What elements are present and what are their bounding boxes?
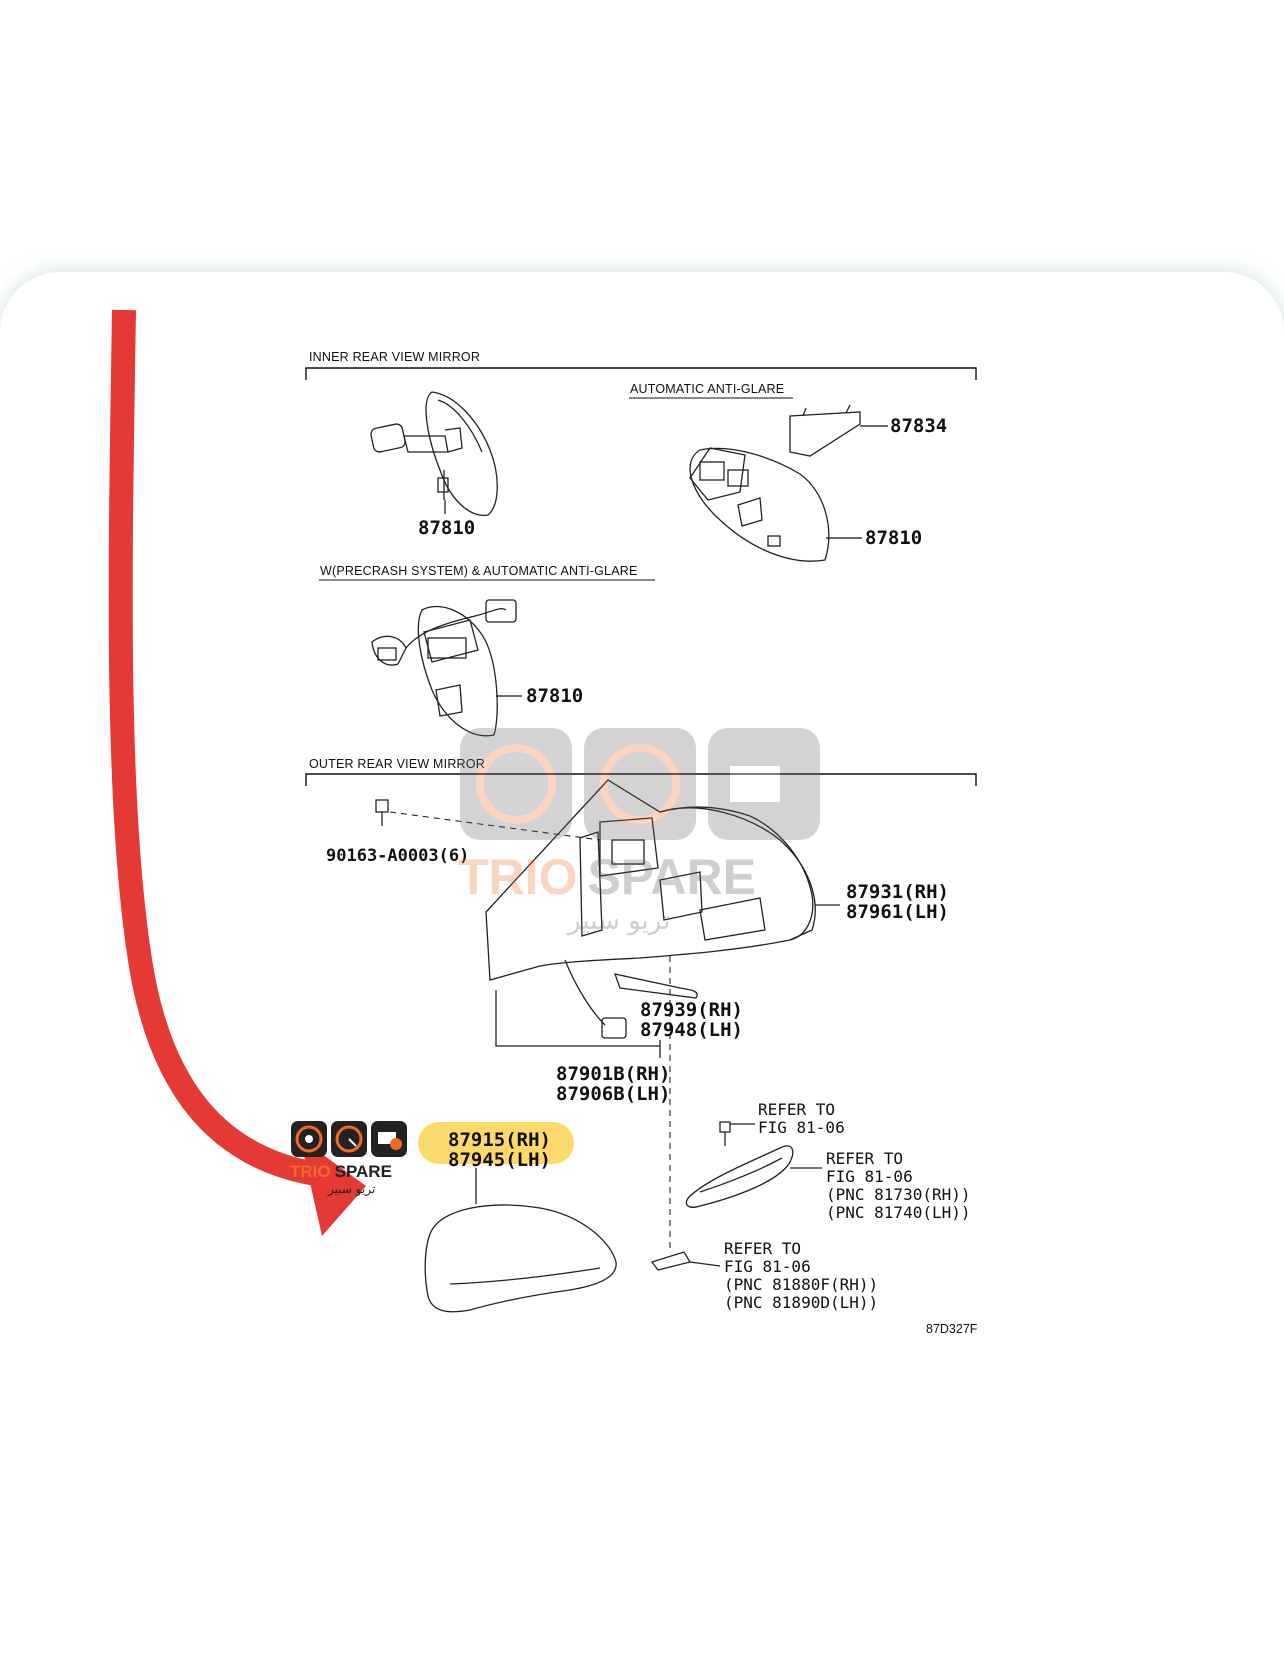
part-87810-precrash: 87810 (526, 685, 584, 707)
mirror-cover-drawing (424, 1168, 617, 1313)
watermark-speedometer-icon (584, 728, 696, 840)
section-precrash: W(PRECRASH SYSTEM) & AUTOMATIC ANTI-GLAR… (320, 564, 638, 578)
outer-assy-bracket (495, 990, 661, 1058)
ref2-line4: (PNC 81740(LH)) (826, 1203, 971, 1222)
figure-code: 87D327F (926, 1322, 978, 1336)
section-auto-anti-glare: AUTOMATIC ANTI-GLARE (630, 382, 785, 396)
part-87810-inner: 87810 (418, 517, 476, 539)
side-light-drawing (650, 1251, 721, 1271)
section-inner-mirror: INNER REAR VIEW MIRROR (309, 350, 481, 364)
auto-anti-glare-drawing (689, 404, 861, 562)
part-screw: 90163-A0003(6) (326, 846, 470, 866)
precrash-mirror-drawing (371, 599, 517, 737)
part-87810-auto: 87810 (865, 527, 923, 549)
part-87915-rh: 87915(RH) (448, 1129, 551, 1151)
part-87906b-lh: 87906B(LH) (556, 1083, 671, 1105)
watermark-gauge-icon (460, 728, 572, 840)
dashed-guides (389, 811, 671, 1250)
part-87939-rh: 87939(RH) (640, 999, 743, 1021)
ref2-line3: (PNC 81730(RH)) (826, 1185, 971, 1204)
leader-lines (444, 425, 888, 697)
ref2-line1: REFER TO (826, 1149, 904, 1168)
part-87931-rh: 87931(RH) (846, 881, 949, 903)
outer-mirror-bracket (305, 773, 977, 786)
red-arrow-head (300, 1138, 366, 1236)
watermark-engine-icon (708, 728, 820, 840)
ref3-line1: REFER TO (724, 1239, 802, 1258)
part-87834: 87834 (890, 415, 948, 437)
inner-mirror-basic-drawing (370, 391, 498, 516)
ref2-line2: FIG 81-06 (826, 1167, 913, 1186)
ref1-line2: FIG 81-06 (758, 1118, 845, 1137)
screw-drawing (375, 799, 389, 826)
outer-mirror-assy-drawing (485, 779, 840, 1039)
ref3-line4: (PNC 81890D(LH)) (724, 1293, 879, 1312)
part-87961-lh: 87961(LH) (846, 901, 949, 923)
part-87945-lh: 87945(LH) (448, 1149, 551, 1171)
ref3-line3: (PNC 81880F(RH)) (724, 1275, 879, 1294)
mirror-wire-drawing (613, 973, 698, 999)
ref1-line1: REFER TO (758, 1100, 836, 1119)
cover-highlight (418, 1122, 574, 1164)
turn-signal-drawing (685, 1121, 822, 1208)
page-frame (0, 272, 1284, 1680)
inner-mirror-bracket (305, 367, 977, 380)
part-87901b-rh: 87901B(RH) (556, 1063, 671, 1085)
section-outer-mirror: OUTER REAR VIEW MIRROR (309, 757, 485, 771)
ref3-line2: FIG 81-06 (724, 1257, 811, 1276)
red-arrow (108, 309, 324, 1187)
part-87948-lh: 87948(LH) (640, 1019, 743, 1041)
